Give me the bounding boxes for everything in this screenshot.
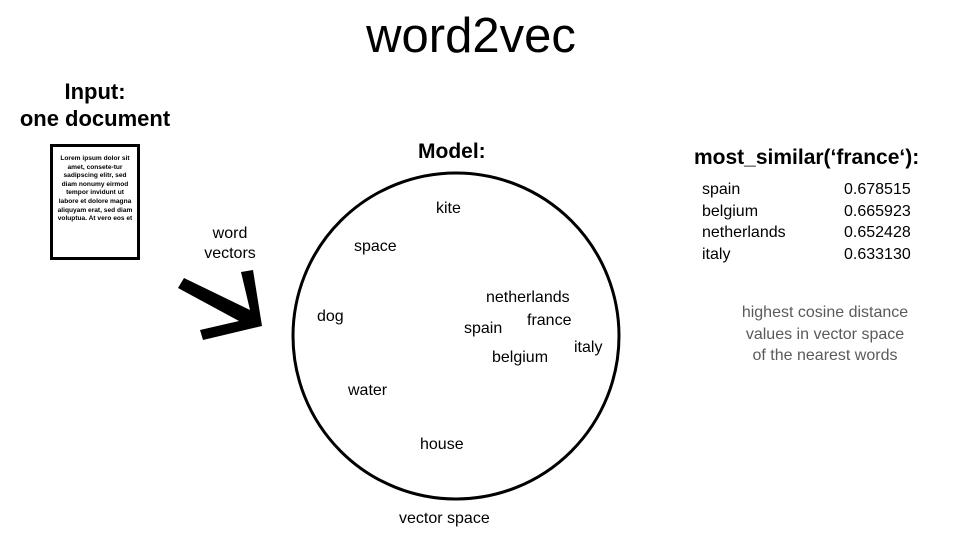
word-vectors-label-line2: vectors [204, 245, 256, 262]
input-heading-line2: one document [19, 106, 171, 131]
vector-word: netherlands [486, 289, 570, 306]
vector-word: dog [317, 308, 344, 325]
similarity-row: italy 0.633130 [702, 244, 911, 266]
vector-word: belgium [492, 349, 549, 366]
vector-space-circle [291, 171, 621, 501]
model-label: Model: [418, 140, 486, 163]
similarity-score: 0.652428 [844, 224, 911, 241]
similarity-score: 0.665923 [844, 202, 911, 220]
similarity-row: belgium 0.665923 [702, 201, 911, 223]
similarity-row: spain 0.678515 [702, 179, 911, 201]
vector-word: kite [436, 200, 461, 217]
similarity-caption: highest cosine distance values in vector… [741, 304, 909, 364]
similarity-row: netherlands 0.652428 [702, 222, 911, 244]
vector-word: italy [574, 339, 603, 356]
document-box: Lorem ipsum dolor sit amet, consete-tur … [50, 144, 140, 260]
vector-word: france [527, 312, 572, 329]
most-similar-title: most_similar(‘france‘): [694, 146, 920, 169]
word-vectors-label-line1: word [212, 225, 248, 242]
document-text: Lorem ipsum dolor sit amet, consete-tur … [57, 155, 133, 223]
vector-word: water [348, 382, 388, 399]
input-heading: Input: one document [0, 78, 190, 132]
similar-word: spain [702, 181, 741, 198]
similar-word: italy [702, 245, 731, 263]
vector-space-label: vector space [399, 510, 490, 527]
page-title: word2vec [366, 9, 576, 63]
chevron-arrow-icon [178, 270, 262, 340]
input-heading-line1: Input: [64, 79, 126, 104]
similar-word: belgium [702, 202, 759, 220]
similarity-score: 0.633130 [844, 245, 911, 263]
similarity-score: 0.678515 [844, 181, 911, 198]
similar-word: netherlands [702, 224, 786, 241]
word-vectors-label: word vectors [190, 224, 270, 264]
vector-word: house [420, 436, 464, 453]
vector-word: space [354, 238, 397, 255]
vector-word: spain [464, 320, 503, 337]
similarity-table: spain 0.678515 belgium 0.665923 netherla… [702, 179, 911, 265]
